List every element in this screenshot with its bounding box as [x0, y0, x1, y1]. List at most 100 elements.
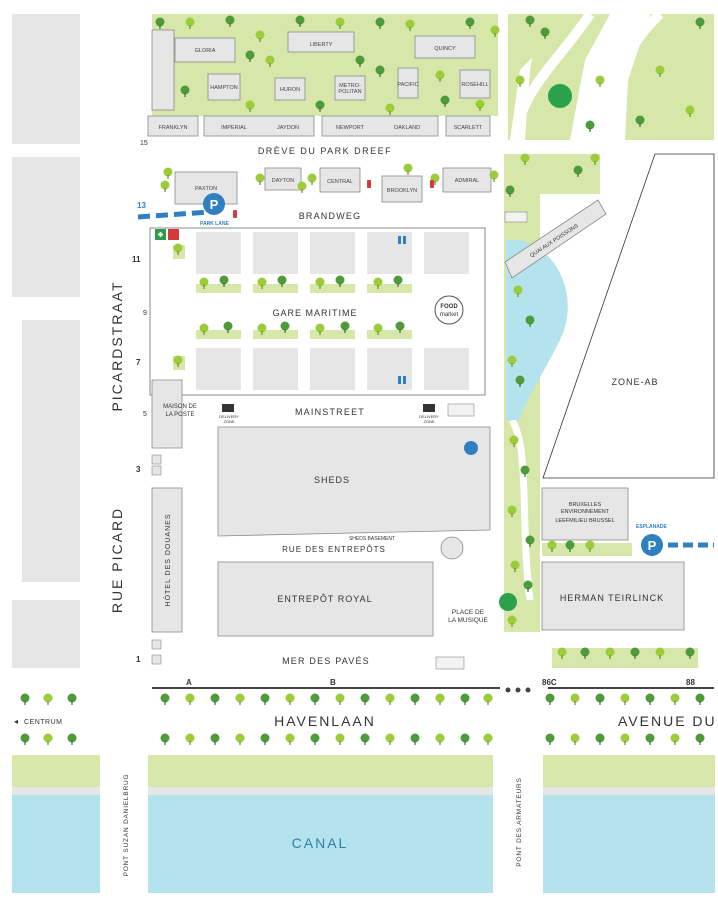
label-gloria: GLORIA	[195, 48, 216, 54]
quay-edge-right	[543, 787, 715, 795]
ne-path-2	[600, 10, 664, 141]
delivery-label-left-2: ZONE	[223, 419, 234, 424]
food-market-text-2: market	[440, 312, 459, 318]
label-rosehill: ROSEHILL	[461, 82, 488, 88]
small-boxes-left	[151, 454, 162, 665]
street-pont-armateurs: PONT DES ARMATEURS	[516, 777, 523, 866]
parking-route-left	[137, 209, 211, 220]
number-7: 7	[136, 358, 141, 367]
label-pacific: PACIFIC	[397, 82, 418, 88]
label-bruxelles-2: ENVIRONNEMENT	[561, 509, 610, 515]
street-picardstraat: PICARDSTRAAT	[109, 280, 125, 411]
sign-box-2	[435, 656, 465, 670]
street-dreve: DRÈVE DU PARK DREEF	[258, 146, 392, 156]
block-left-4	[12, 600, 80, 668]
label-bruxelles-3: LEEFMILIEU BRUSSEL	[555, 518, 614, 524]
parking-icon-left[interactable]	[203, 193, 225, 215]
fire-extinguisher-icon	[233, 180, 434, 218]
label-central: CENTRAL	[327, 179, 353, 185]
street-mer-des-paves: MER DES PAVÉS	[282, 656, 370, 666]
parking-icon-left-letter: P	[210, 197, 219, 212]
label-brooklyn: BROOKLYN	[387, 188, 417, 194]
park-bruxelles	[542, 543, 632, 556]
stop-86c: 86C	[542, 678, 557, 687]
label-huron: HURON	[280, 87, 300, 93]
delivery-label-right-2: ZONE	[423, 419, 434, 424]
label-dayton: DAYTON	[272, 178, 294, 184]
middle-park-top	[504, 154, 600, 194]
block-left-2	[12, 157, 80, 297]
food-market-text-1: FOOD	[440, 304, 458, 310]
tree-row-bottom	[20, 733, 705, 745]
label-zone-ab: ZONE-AB	[611, 377, 658, 387]
delivery-label-left-1: DELIVERY	[219, 414, 239, 419]
quay-edge-left	[12, 787, 100, 795]
street-mainstreet: MAINSTREET	[295, 407, 365, 417]
street-centrum[interactable]: CENTRUM	[24, 719, 63, 726]
label-imperial: IMPERIAL	[221, 125, 247, 131]
maison-poste	[151, 379, 183, 449]
label-scarlett: SCARLETT	[454, 125, 483, 131]
label-place-musique-1: PLACE DE	[452, 609, 485, 616]
street-havenlaan: HAVENLAAN	[274, 713, 376, 729]
food-market-logo	[434, 295, 464, 325]
police-icon	[168, 229, 179, 240]
quai-aux-poissons	[504, 199, 607, 279]
quay-strip-left	[12, 755, 100, 787]
street-rue-picard: RUE PICARD	[109, 507, 125, 613]
label-maison-poste-2: LA POSTE	[165, 412, 194, 418]
canal-mid	[148, 795, 493, 893]
label-maison-poste-1: MAISON DE	[163, 404, 197, 410]
block-left-3	[22, 320, 80, 582]
number-11: 11	[132, 255, 141, 264]
water-feature	[506, 240, 568, 420]
quay-edge-mid	[148, 787, 493, 795]
parking-icon-right[interactable]	[641, 534, 663, 556]
sign-box	[447, 403, 475, 417]
street-avenue: AVENUE DU	[618, 713, 717, 729]
roundabout	[440, 536, 464, 560]
sheds-building	[217, 426, 491, 537]
street-brandweg: BRANDWEG	[299, 211, 362, 221]
number-3: 3	[136, 465, 141, 474]
number-9: 9	[143, 310, 147, 317]
playground-icon	[548, 84, 572, 108]
number-1: 1	[136, 655, 141, 664]
ne-park-2	[525, 14, 610, 140]
gare-maritime-halls	[196, 232, 469, 390]
canal-left	[12, 795, 100, 893]
label-hotel-douanes: HÔTEL DES DOUANES	[163, 514, 172, 607]
stop-b: B	[330, 678, 336, 687]
playground-icon-2	[499, 593, 517, 611]
label-quincy: QUINCY	[434, 46, 456, 52]
label-jaydon: JAYDON	[277, 125, 299, 131]
label-newport: NEWPORT	[336, 125, 365, 131]
street-park-lane: PARK LANE	[200, 221, 229, 227]
block-left-1	[12, 14, 80, 144]
label-sheds-basement: SHEDS BASEMENT	[349, 536, 395, 542]
herman-teirlinck	[541, 561, 685, 631]
label-franklyn: FRANKLYN	[159, 125, 188, 131]
entrepot-royal	[217, 561, 434, 637]
label-sheds: SHEDS	[314, 475, 350, 485]
number-15: 15	[140, 140, 148, 147]
label-gare-maritime: GARE MARITIME	[272, 308, 357, 318]
street-pont-suzan: PONT SUZAN DANIELBRUG	[123, 774, 130, 877]
label-metropolitan: METRO-	[339, 83, 361, 89]
zone-ab	[542, 153, 715, 479]
label-paxton: PAXTON	[195, 186, 217, 192]
ne-path	[510, 11, 595, 141]
chevron-left-icon: ◂	[14, 717, 18, 726]
label-bruxelles-1: BRUXELLES	[569, 502, 602, 508]
label-oakland: OAKLAND	[394, 125, 420, 131]
ne-park-1	[508, 14, 575, 140]
street-rue-entrepots: RUE DES ENTREPÔTS	[282, 545, 386, 554]
label-liberty: LIBERTY	[310, 42, 333, 48]
label-herman: HERMAN TEIRLINCK	[560, 593, 664, 603]
bus-dots	[505, 687, 531, 693]
quay-strip-right	[543, 755, 715, 787]
first-aid-cross	[158, 232, 163, 237]
truck-icon	[222, 404, 435, 412]
label-admiral: ADMIRAL	[455, 178, 479, 184]
delivery-label-right-1: DELIVERY	[419, 414, 439, 419]
